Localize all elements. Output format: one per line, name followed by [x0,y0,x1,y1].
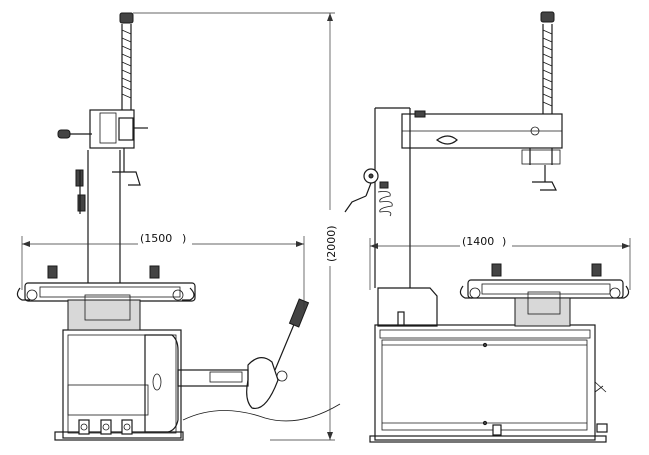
overall-height-label: (2000) [325,225,338,262]
side-horizontal-arm [401,110,563,149]
front-mount-head [57,109,148,186]
width-dimension-side: (1400 ) [369,234,631,290]
side-vertical-shaft [540,11,555,114]
side-base-plate [369,435,607,443]
front-vertical-shaft [119,12,134,110]
side-rear-box [377,287,438,327]
side-pressure-gauge [344,168,393,217]
side-view: (1400 ) [344,11,631,443]
front-width-paren: ) [182,232,186,245]
side-mount-head [521,148,561,191]
front-width-label: (1500 [140,232,172,245]
front-base-plate [54,431,184,441]
foot-pedals [78,419,133,435]
front-side-housing [144,334,179,433]
front-turntable [16,265,196,331]
side-width-paren: ) [502,235,506,248]
front-side-handle [75,169,86,214]
front-bead-breaker [177,298,341,422]
side-width-label: (1400 [462,235,494,248]
height-dimension: (2000) [133,12,340,441]
width-dimension-front: (1500 ) [21,232,305,310]
front-view: (1500 ) [16,12,341,441]
side-turntable [459,263,630,327]
